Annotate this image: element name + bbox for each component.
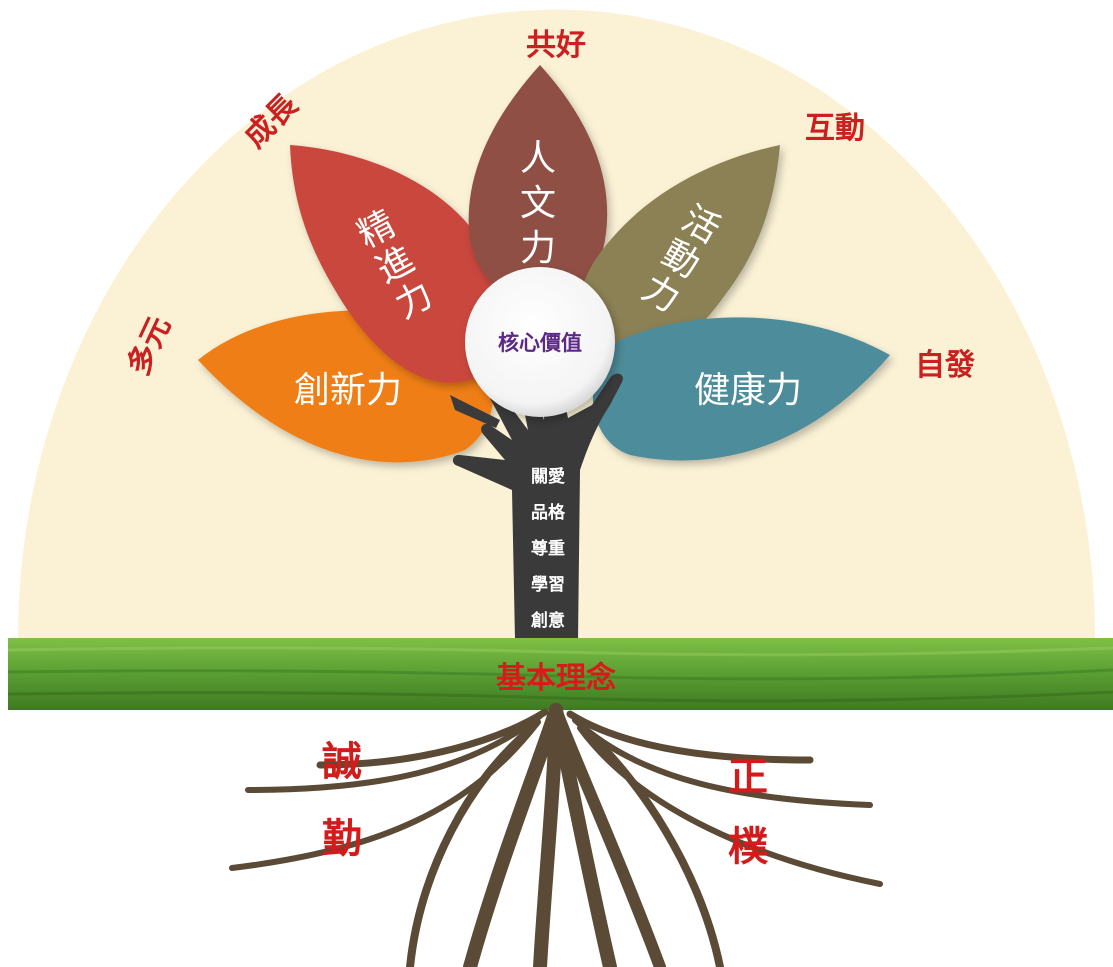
petal-progress (290, 145, 504, 383)
outer-word-interaction: 互動 (805, 111, 865, 146)
core-circle (465, 267, 615, 417)
root-word-simplicity: 樸 (728, 824, 769, 870)
trunk-word-character: 品格 (531, 502, 566, 523)
petal-activity (573, 145, 780, 376)
petal-label-humanities: 人 文 力 (520, 138, 556, 269)
trunk-word-care: 關愛 (531, 466, 565, 487)
grass-band (8, 638, 1113, 710)
trunk-word-respect: 尊重 (531, 538, 565, 559)
petal-humanities (468, 65, 608, 300)
outer-word-common-good: 共好 (526, 28, 586, 63)
roots (229, 703, 883, 967)
trunk-word-learning: 學習 (531, 575, 565, 595)
petal-label-health: 健康力 (694, 370, 802, 411)
trunk-words: 關愛 品格 尊重 學習 創意 (530, 466, 566, 631)
petal-char: 人 (520, 138, 556, 179)
root-word-diligence: 勤 (322, 816, 362, 862)
hand-trunk (450, 371, 623, 640)
root-word-integrity: 正 (728, 754, 768, 800)
grass-texture (7, 646, 1113, 703)
petal-char: 文 (520, 183, 556, 224)
base-label: 基本理念 (496, 661, 616, 696)
outer-word-initiative: 自發 (915, 348, 975, 383)
root-word-sincerity: 誠 (322, 739, 362, 785)
trunk-word-creativity: 創意 (530, 610, 565, 631)
petal-health (592, 317, 890, 461)
petal-label-innovation: 創新力 (294, 370, 402, 411)
core-label: 核心價值 (498, 331, 582, 355)
petal-char: 力 (520, 228, 556, 269)
